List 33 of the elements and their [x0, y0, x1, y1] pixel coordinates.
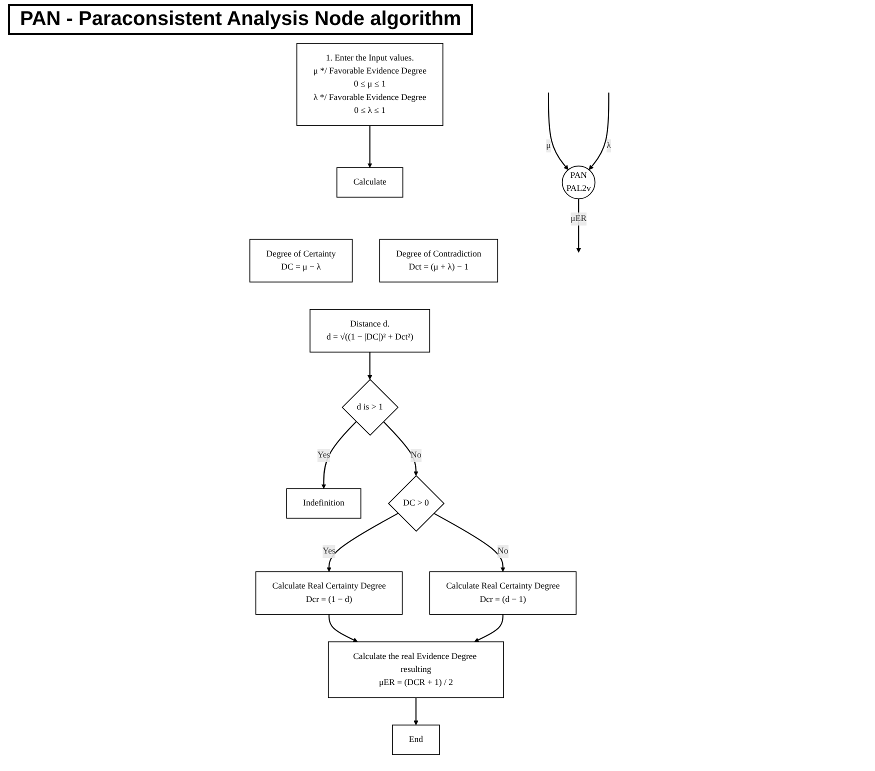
arrow — [367, 352, 372, 380]
edge-label: Yes — [322, 546, 336, 556]
edge-label: μER — [570, 214, 587, 224]
edge-label: Yes — [317, 450, 330, 460]
node-box: Calculate Real Certainty Degree Dcr = (d − 1) — [429, 571, 577, 615]
arrow — [434, 512, 506, 572]
arrow — [414, 698, 418, 726]
diagram-title: PAN - Paraconsistent Analysis Node algorithm — [8, 4, 474, 35]
arrow — [588, 92, 610, 170]
edge-label: No — [410, 450, 422, 460]
arrow — [367, 126, 372, 168]
node-box: Indefinition — [286, 488, 362, 519]
node-box: Degree of Certainty DC = μ − λ — [249, 238, 353, 282]
node-box: Degree of Contradiction Dct = (μ + λ) − 1 — [379, 238, 498, 282]
arrow — [321, 421, 357, 489]
node-diamond: DC > 0 — [388, 475, 445, 532]
node-box: Calculate — [336, 167, 404, 198]
arrow — [576, 198, 582, 253]
node-circle: PAN PAL2v — [562, 166, 596, 200]
node-box: Distance d. d = √((1 − |DC|)² + Dct²) — [310, 309, 430, 353]
edge-label: No — [498, 546, 508, 556]
arrow — [383, 421, 418, 476]
edge-label: λ — [606, 140, 611, 150]
node-box: Calculate Real Certainty Degree Dcr = (1 − d) — [255, 571, 403, 615]
arrow — [474, 614, 504, 642]
node-box: End — [392, 724, 440, 756]
edge-label: μ — [546, 140, 551, 150]
arrow — [328, 614, 358, 642]
node-diamond: d is > 1 — [342, 378, 399, 436]
arrow — [326, 512, 398, 572]
node-box: Calculate the real Evidence Degree resulting μER = (DCR + 1) / 2 — [328, 641, 504, 698]
arrow — [548, 92, 568, 170]
node-box: 1. Enter the Input values. μ */ Favorable Evidence Degree 0 ≤ μ ≤ 1 λ */ Favorable Evidence Degree 0 ≤ λ ≤ 1 — [296, 42, 444, 126]
